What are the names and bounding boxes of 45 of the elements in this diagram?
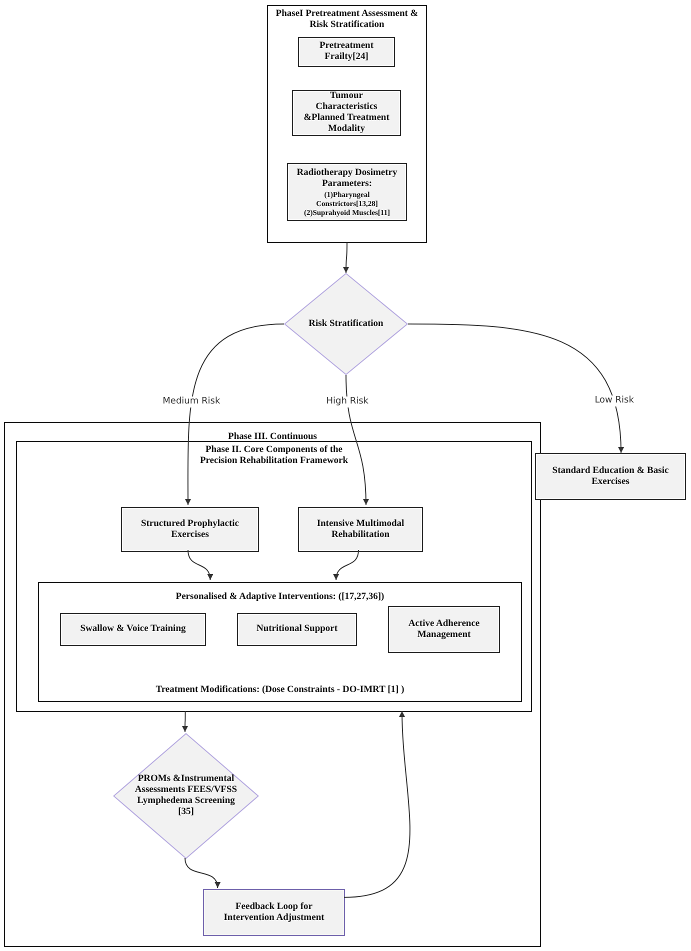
node-label: Nutritional Support	[256, 624, 338, 635]
arrow	[184, 858, 220, 888]
node-label: Structured Prophylactic Exercises	[140, 518, 240, 540]
group-note: Treatment Modifications: (Dose Constraints - DO-IMRT [1] )	[156, 685, 404, 696]
decision-diamond	[284, 273, 408, 375]
process-box	[203, 889, 345, 936]
node-label: Feedback Loop for Intervention Adjustment	[222, 902, 326, 924]
node-label: Tumour Characteristics &Planned Treatment Modality	[302, 91, 390, 135]
edge-label: High Risk	[324, 396, 370, 408]
edge-label: Medium Risk	[160, 396, 222, 408]
arrow	[184, 324, 284, 506]
arrow	[408, 324, 624, 454]
group-box	[16, 441, 532, 712]
group-title: Phase II. Core Components of the Precision Rehabilitation Framework	[199, 445, 349, 467]
decision-diamond	[113, 733, 259, 859]
process-box	[121, 507, 259, 552]
group-title: Phase III. Continuous	[228, 432, 317, 443]
group-box	[38, 582, 522, 702]
process-box	[287, 163, 407, 221]
group-title: PhaseI Pretreatment Assessment & Risk Stratification	[274, 9, 420, 31]
process-box	[298, 507, 423, 552]
arrow	[343, 242, 350, 274]
arrow	[188, 550, 213, 580]
node-label: Swallow & Voice Training	[80, 624, 186, 635]
node-label: Standard Education & Basic Exercises	[551, 466, 670, 488]
process-box	[237, 613, 357, 646]
edge-label: Low Risk	[592, 396, 636, 407]
node-label: Radiotherapy Dosimetry Parameters:	[296, 168, 398, 190]
node-label: Intensive Multimodal Rehabilitation	[316, 518, 406, 540]
process-box	[60, 613, 206, 646]
arrow	[182, 710, 188, 732]
arrow	[346, 374, 369, 506]
arrow	[334, 550, 359, 580]
node-label: Risk Stratification	[308, 318, 384, 330]
process-box	[535, 453, 686, 500]
node-label: Active Adherence Management	[407, 618, 481, 640]
node-label: Pretreatment Frailty[24]	[318, 41, 374, 63]
process-box	[298, 37, 395, 67]
arrow	[344, 710, 410, 898]
group-box	[4, 422, 541, 947]
process-box	[292, 90, 401, 136]
group-box	[267, 5, 427, 243]
process-box	[388, 606, 500, 653]
group-title: Personalised & Adaptive Interventions: ([17,27,36])	[176, 592, 384, 603]
node-label: PROMs &Instrumental Assessments FEES/VFSS Lymphedema Screening [35]	[134, 774, 238, 818]
